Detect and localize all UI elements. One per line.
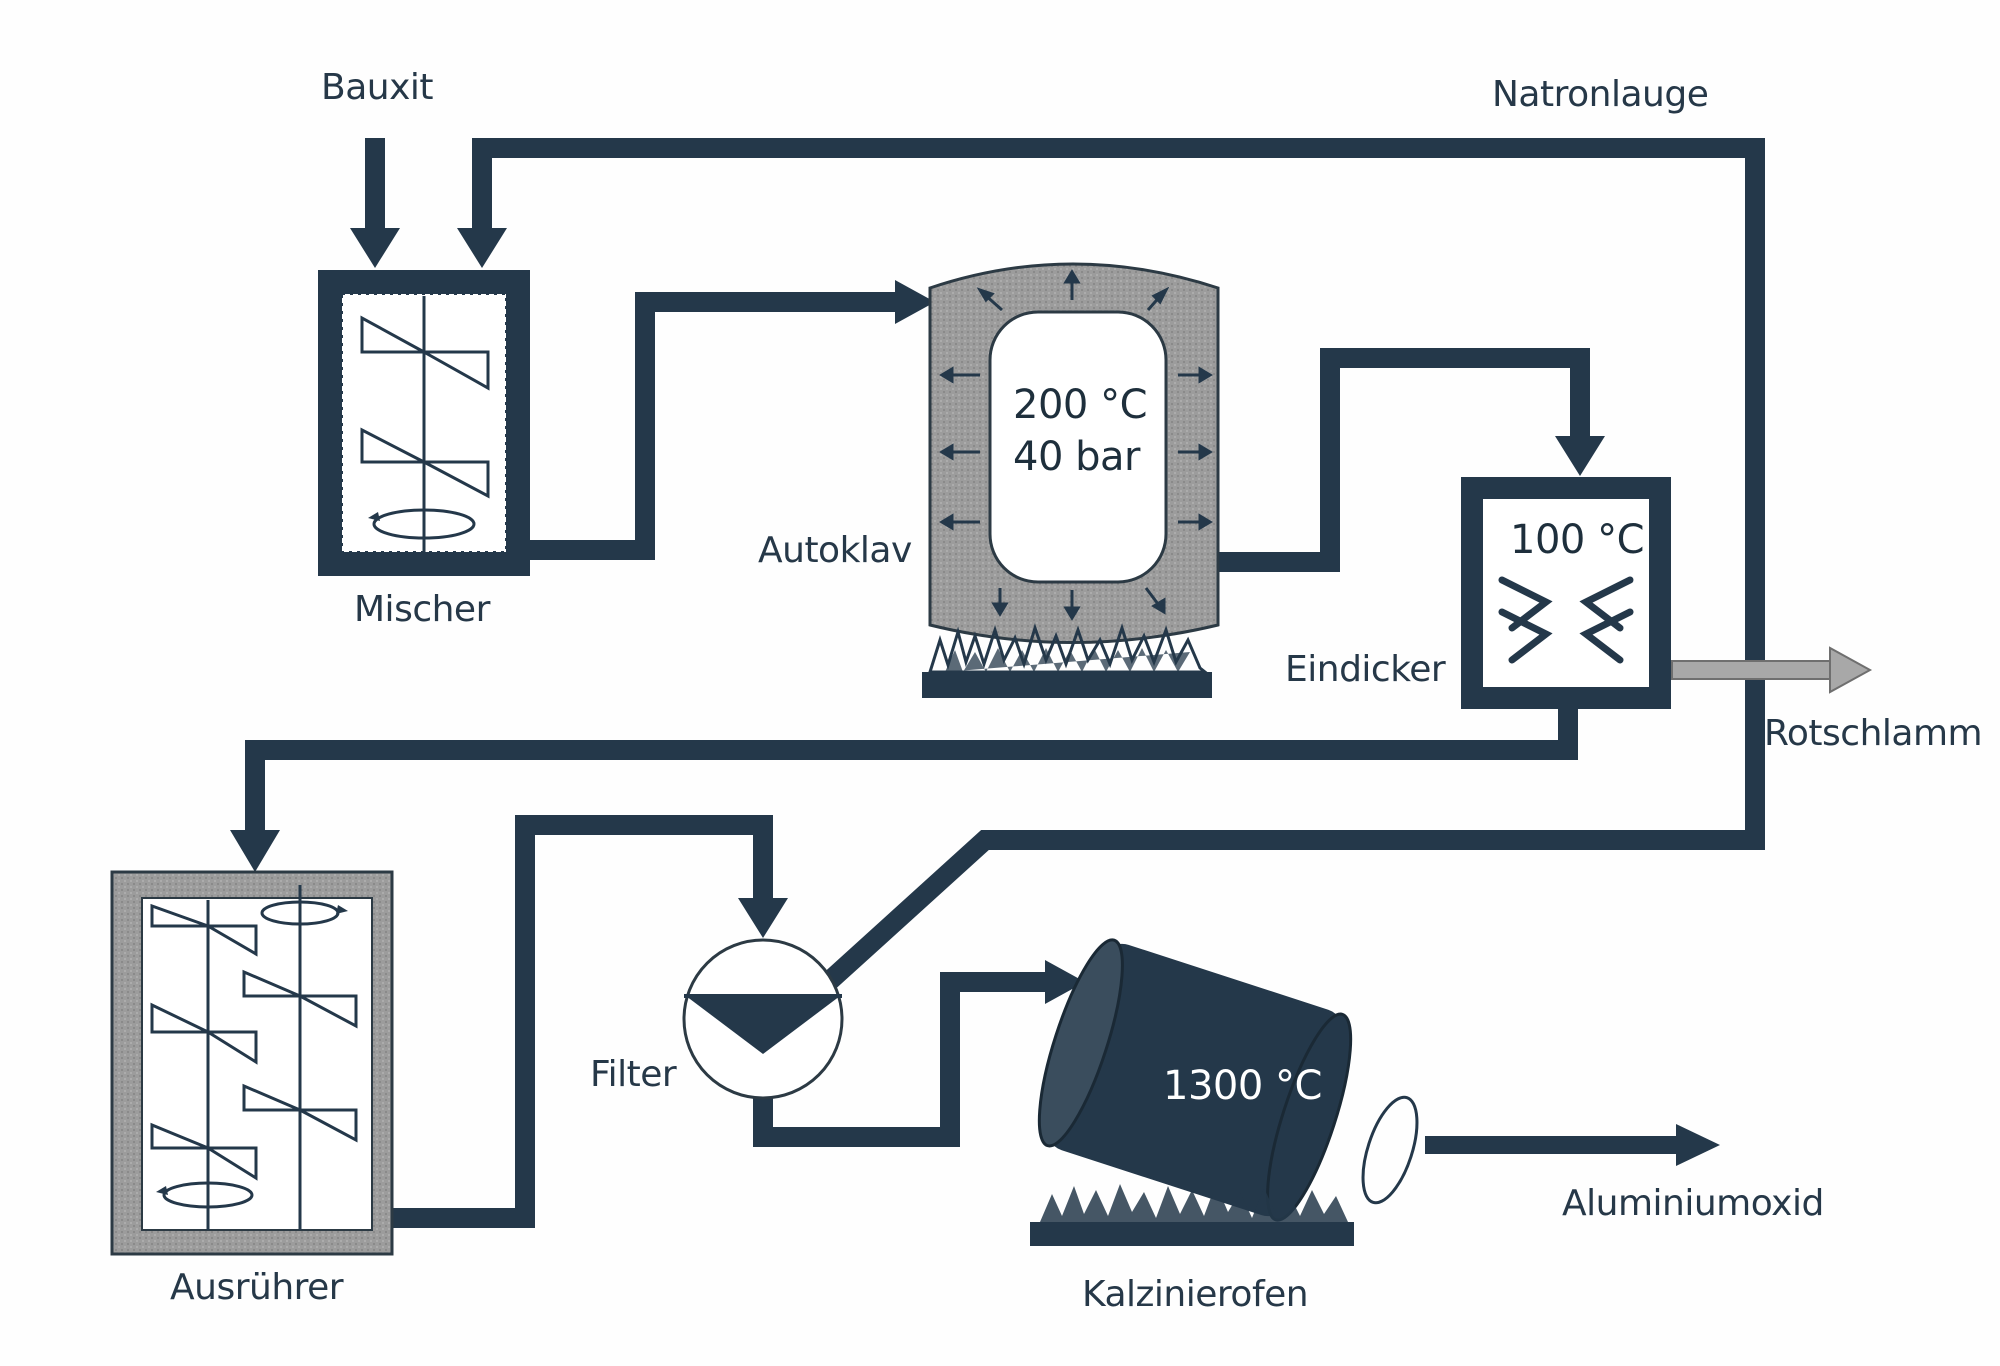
aluminiumoxid-label: Aluminiumoxid [1562,1183,1824,1224]
eindicker-label: Eindicker [1285,649,1446,690]
mischer-rotation-icon [372,508,476,540]
filter-vessel [682,938,844,1100]
autoklav-temperature: 200 °C [1013,382,1148,428]
aluminiumoxid-arrowhead [1676,1124,1720,1166]
mischer-vessel [318,270,530,576]
ausruehrer-label: Ausrührer [170,1267,344,1308]
autoklav-vessel [928,262,1220,644]
eindicker-vessel [1461,477,1671,709]
kalzinierofen-label: Kalzinierofen [1082,1274,1309,1315]
natronlauge-loop-line [472,138,1765,993]
autoklav-label: Autoklav [758,530,912,571]
autoklav-arrowhead [895,280,935,324]
bauxit-arrowhead [350,228,400,268]
rotschlamm-arrow [1671,646,1873,694]
ausruehrer-stirrer-blades [150,903,358,1181]
autoklav-pressure-arrows [939,269,1213,621]
natronlauge-arrowhead [457,228,507,268]
eindicker-temperature: 100 °C [1510,517,1645,563]
ausruehrer-to-filter-line [390,815,773,1228]
arrow-heads [230,228,1720,1166]
autoklav-to-eindicker-line [1218,348,1590,572]
ofen-arrowhead [1045,960,1085,1004]
mischer-label: Mischer [354,589,490,630]
flow-lines [245,138,1765,1228]
eindicker-to-ausruehrer-line [245,705,1578,832]
bauxit-label: Bauxit [321,67,434,108]
filter-to-ofen-line [753,972,1048,1147]
rotschlamm-label: Rotschlamm [1764,713,1983,754]
ausruehrer-rotation-icon-2 [162,1181,254,1209]
eindicker-baffles [1498,576,1634,664]
natronlauge-label: Natronlauge [1492,74,1709,115]
filter-arrowhead [738,898,788,938]
ausruehrer-arrowhead [230,830,280,872]
ofen-temperature: 1300 °C [1163,1063,1322,1109]
filter-label: Filter [590,1054,677,1095]
kalzinierofen-burner [1030,1184,1354,1246]
eindicker-arrowhead [1555,436,1605,476]
kalzinierofen-drum [1037,938,1419,1222]
autoklav-burner [922,623,1212,698]
mischer-to-autoklav-line [520,292,898,560]
mischer-stirrer-blades [360,315,490,499]
autoklav-pressure: 40 bar [1013,434,1140,480]
ausruehrer-vessel [110,870,394,1256]
